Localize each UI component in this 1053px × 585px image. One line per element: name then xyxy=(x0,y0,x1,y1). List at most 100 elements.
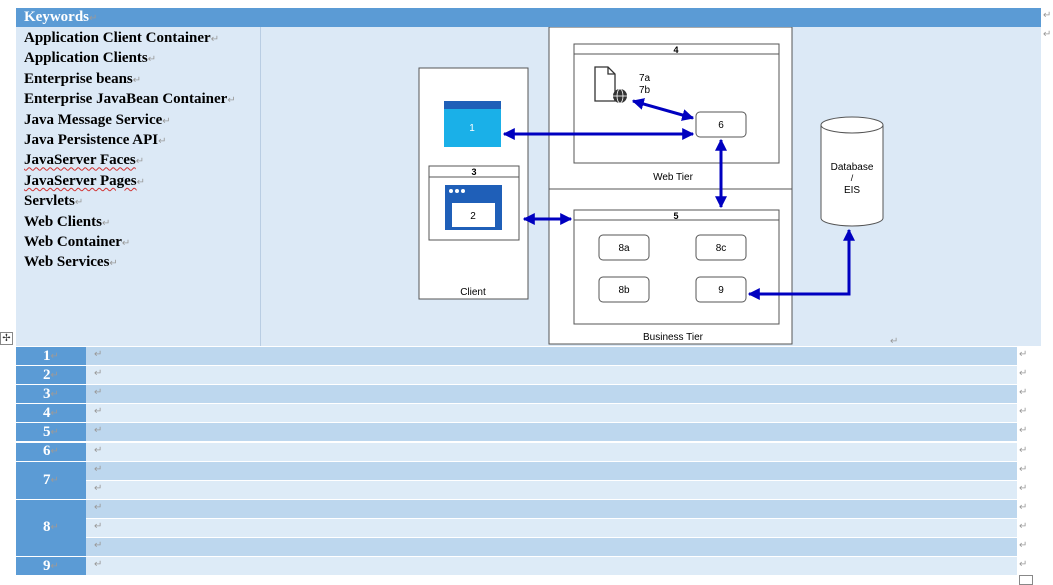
node-3-label: 3 xyxy=(471,167,476,177)
web-browser-icon: 2 xyxy=(445,185,502,230)
keyword-item: Application Client Container↵ xyxy=(24,30,220,46)
row-end-mark: ↵ xyxy=(1019,540,1028,551)
keyword-item: Java Message Service↵ xyxy=(24,111,171,128)
answer-number: 2↵ xyxy=(16,366,86,385)
answer-line[interactable]: ↵ xyxy=(86,537,1017,557)
return-mark: ↵ xyxy=(94,463,103,475)
answer-line[interactable]: ↵ xyxy=(86,461,1017,480)
answer-number-label: 9 xyxy=(43,557,51,574)
browser-content xyxy=(452,203,495,227)
row-end-mark: ↵ xyxy=(1019,349,1028,360)
node-8b-label: 8b xyxy=(618,285,630,296)
return-mark: ↵ xyxy=(50,407,59,419)
return-mark: ↵ xyxy=(94,539,103,551)
return-mark: ↵ xyxy=(50,560,59,572)
answer-number: 1↵ xyxy=(16,347,86,366)
node-8b-box xyxy=(598,276,650,303)
arrow-7-to-6 xyxy=(631,98,695,121)
row-end-mark: ↵ xyxy=(1019,387,1028,399)
database-cylinder xyxy=(820,116,884,227)
answer-number-label: 3 xyxy=(43,385,51,402)
keywords-title: Keywords xyxy=(24,9,89,25)
return-mark: ↵ xyxy=(50,522,59,534)
return-mark: ↵ xyxy=(94,406,103,418)
return-mark: ↵ xyxy=(50,369,59,381)
answer-row: 4↵↵ xyxy=(16,404,1017,423)
keyword-item: Web Services↵ xyxy=(24,254,118,271)
keyword-item: Application Clients↵ xyxy=(24,50,157,67)
keyword-item: JavaServer Faces↵ xyxy=(24,152,145,169)
keywords-header: Keywords↵ xyxy=(16,8,1041,27)
answer-row: 9↵↵ xyxy=(16,557,1017,576)
keyword-list: Application Client Container↵ Applicatio… xyxy=(16,27,261,346)
answer-line[interactable]: ↵ xyxy=(86,404,1017,423)
client-label: Client xyxy=(460,287,486,298)
answer-row: 3↵↵ xyxy=(16,385,1017,404)
answer-number-label: 6 xyxy=(43,443,51,460)
answer-line[interactable]: ↵ xyxy=(86,499,1017,518)
node-8c-label: 8c xyxy=(716,243,727,254)
answer-row: 2↵↵ xyxy=(16,366,1017,385)
ejb-container-box xyxy=(573,209,780,325)
node-8c-box xyxy=(695,234,747,261)
node-9-box xyxy=(695,276,747,303)
return-mark: ↵ xyxy=(94,387,103,399)
architecture-diagram: Client 1 3 2 Web Tier Business Tier 4 xyxy=(418,27,898,346)
web-container-box xyxy=(573,43,780,164)
return-mark: ↵ xyxy=(94,425,103,437)
web-tier-label: Web Tier xyxy=(653,172,693,183)
answer-line[interactable]: ↵ xyxy=(86,385,1017,404)
answer-number: 8↵ xyxy=(16,499,86,557)
answer-number-label: 2 xyxy=(43,366,51,383)
keyword-item: Java Persistence API↵ xyxy=(24,132,167,149)
table-move-handle[interactable]: ✢ xyxy=(0,332,13,345)
answer-number-label: 1 xyxy=(43,347,51,364)
answer-row: 1↵↵ xyxy=(16,347,1017,366)
row-end-mark: ↵ xyxy=(1019,482,1028,494)
answer-row: 6↵↵ xyxy=(16,442,1017,461)
return-mark: ↵ xyxy=(50,446,59,458)
node-2-label: 2 xyxy=(470,211,476,222)
answer-line[interactable]: ↵ xyxy=(86,442,1017,461)
node-7b-label: 7b xyxy=(639,85,651,96)
answer-row: 5↵ ↵ xyxy=(16,423,1017,442)
row-end-mark: ↵ xyxy=(1019,406,1028,418)
answer-line[interactable]: ↵ xyxy=(86,423,1017,442)
return-mark: ↵ xyxy=(94,501,103,513)
row-end-mark: ↵ xyxy=(1019,501,1028,513)
answer-number: 9↵ xyxy=(16,557,86,576)
node-6-box xyxy=(695,111,747,138)
row-end-mark: ↵ xyxy=(1019,520,1028,532)
answer-line[interactable]: ↵ xyxy=(86,366,1017,385)
return-mark: ↵ xyxy=(94,368,103,380)
node-5-label: 5 xyxy=(673,211,678,221)
answer-line[interactable]: ↵ xyxy=(86,480,1017,499)
answer-number-label: 7 xyxy=(43,471,51,488)
row-end-mark: ↵ xyxy=(1019,463,1028,475)
row-end-mark: ↵ xyxy=(1043,29,1052,40)
return-mark: ↵ xyxy=(50,350,59,362)
database-separator: / xyxy=(851,173,854,183)
answer-line[interactable]: ↵ xyxy=(86,557,1017,576)
row-end-mark: ↵ xyxy=(1019,559,1028,571)
keyword-item: JavaServer Pages↵ xyxy=(24,172,146,189)
row-end-mark: ↵ xyxy=(1019,368,1028,380)
business-tier-label: Business Tier xyxy=(643,332,704,343)
return-mark: ↵ xyxy=(89,13,98,24)
web-component-icon xyxy=(594,66,627,104)
answer-number: 5↵ xyxy=(16,423,86,442)
keyword-item: Web Clients↵ xyxy=(24,213,111,230)
node-8a-box xyxy=(598,234,650,261)
answer-number: 4↵ xyxy=(16,404,86,423)
answer-number-label: 4 xyxy=(43,404,51,421)
cell-end-mark: ↵ xyxy=(890,336,898,346)
node-9-label: 9 xyxy=(718,285,724,296)
node-8a-label: 8a xyxy=(618,243,630,254)
return-mark: ↵ xyxy=(94,444,103,456)
return-mark: ↵ xyxy=(50,388,59,400)
keyword-item: Enterprise beans↵ xyxy=(24,70,142,87)
answer-line[interactable]: ↵ xyxy=(86,347,1017,366)
return-mark: ↵ xyxy=(94,349,103,360)
answer-number: 6↵ xyxy=(16,442,86,461)
answer-line[interactable]: ↵ xyxy=(86,518,1017,537)
